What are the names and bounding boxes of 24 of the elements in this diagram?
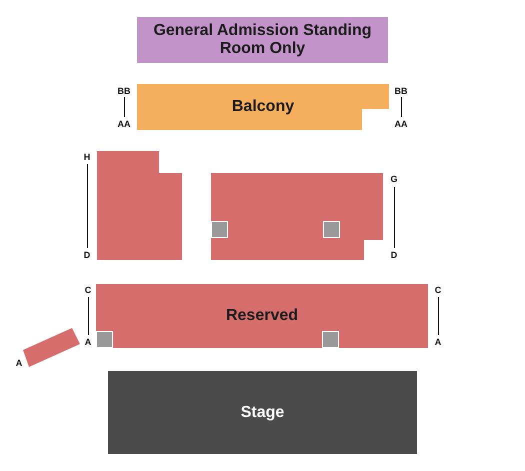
row-label: C xyxy=(84,285,92,295)
seating-section xyxy=(211,173,383,260)
section-label: Reserved xyxy=(224,307,300,325)
stage-area xyxy=(108,371,417,454)
row-label: A xyxy=(16,358,22,368)
row-label: A xyxy=(434,337,442,347)
row-label: H xyxy=(84,152,90,162)
section-label: Stage xyxy=(240,404,286,422)
row-label: D xyxy=(390,250,398,260)
row-label: AA xyxy=(394,119,408,129)
row-label: C xyxy=(434,285,442,295)
balcony-section xyxy=(137,84,389,130)
seating-section xyxy=(23,328,80,367)
section-label: General Admission Standing Room Only xyxy=(152,22,373,58)
standing-area xyxy=(137,17,388,63)
section-label: Balcony xyxy=(230,98,296,116)
seating-section xyxy=(96,284,428,348)
row-label: A xyxy=(84,337,92,347)
row-label: AA xyxy=(118,119,130,129)
row-label: D xyxy=(84,250,90,260)
row-label: BB xyxy=(118,86,130,96)
row-label: BB xyxy=(394,86,408,96)
row-label: G xyxy=(390,174,398,184)
seating-section xyxy=(97,151,182,260)
